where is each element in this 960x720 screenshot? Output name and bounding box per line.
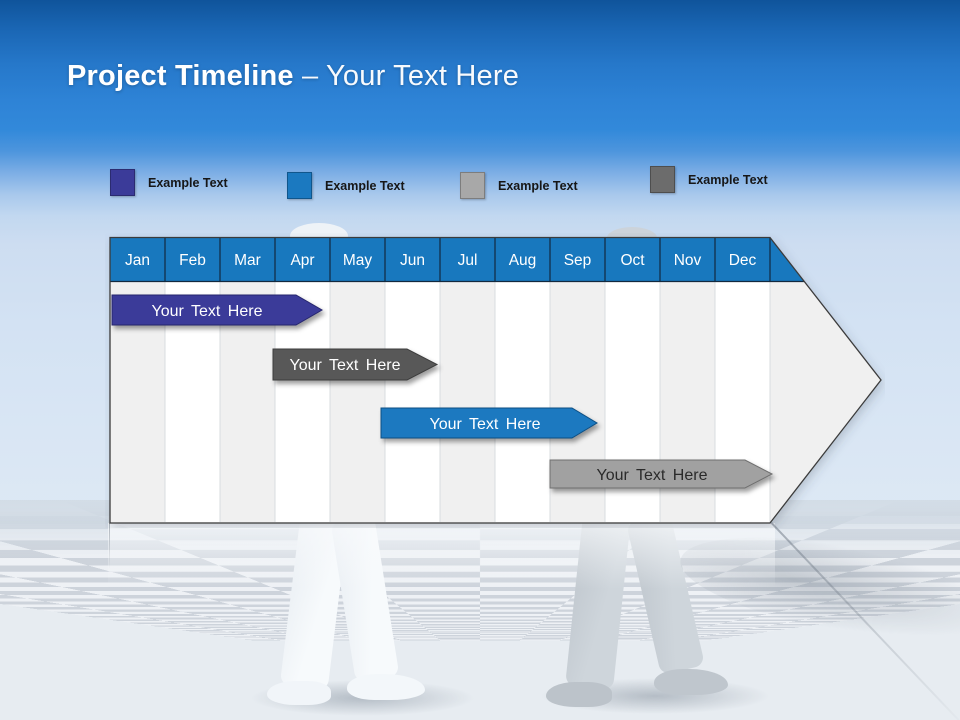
bar-label: Your Text Here bbox=[430, 416, 541, 433]
month-nov: Nov bbox=[674, 252, 702, 269]
month-feb: Feb bbox=[179, 252, 206, 269]
legend-swatch-dark-gray bbox=[650, 166, 675, 193]
arrow-outline bbox=[109, 236, 882, 524]
legend-label: Example Text bbox=[148, 175, 228, 190]
month-mar: Mar bbox=[234, 252, 261, 269]
month-labels: Jan Feb Mar Apr May Jun Jul Aug Sep Oct … bbox=[125, 252, 757, 269]
header-separators bbox=[110, 238, 804, 283]
legend-item-2[interactable]: Example Text bbox=[287, 172, 405, 199]
timeline-bar-2[interactable]: Your Text Here bbox=[272, 348, 439, 381]
white-figure-boot bbox=[267, 681, 331, 705]
bar-label: Your Text Here bbox=[597, 467, 708, 484]
month-jan: Jan bbox=[125, 252, 150, 269]
gray-figure-boot bbox=[654, 669, 728, 695]
timeline-bar-1[interactable]: Your Text Here bbox=[111, 294, 324, 326]
month-header-band bbox=[110, 237, 804, 282]
bar-label: Your Text Here bbox=[152, 303, 263, 320]
month-jul: Jul bbox=[458, 252, 478, 269]
legend-item-4[interactable]: Example Text bbox=[650, 166, 768, 193]
legend-label: Example Text bbox=[498, 178, 578, 193]
title-bold: Project Timeline bbox=[67, 60, 294, 92]
legend-item-3[interactable]: Example Text bbox=[460, 172, 578, 199]
month-may: May bbox=[343, 252, 373, 269]
title-rest: – Your Text Here bbox=[301, 60, 520, 92]
legend-swatch-indigo bbox=[110, 169, 135, 196]
gray-figure-boot bbox=[546, 682, 612, 707]
slide-title[interactable]: Project Timeline – Your Text Here bbox=[67, 60, 519, 93]
timeline-bar-3[interactable]: Your Text Here bbox=[380, 407, 598, 439]
legend-label: Example Text bbox=[688, 172, 768, 187]
timeline-bar-4[interactable]: Your Text Here bbox=[549, 459, 774, 489]
legend-item-1[interactable]: Example Text bbox=[110, 169, 228, 196]
month-apr: Apr bbox=[290, 252, 314, 269]
table-edge-reflection bbox=[109, 523, 110, 569]
gray-figure-silhouette bbox=[540, 508, 960, 714]
month-aug: Aug bbox=[509, 252, 537, 269]
month-sep: Sep bbox=[564, 252, 592, 269]
month-jun: Jun bbox=[400, 252, 425, 269]
month-dec: Dec bbox=[729, 252, 757, 269]
bar-label: Your Text Here bbox=[290, 357, 401, 374]
legend-swatch-light-gray bbox=[460, 172, 485, 199]
legend-swatch-blue bbox=[287, 172, 312, 199]
timeline-arrow-table[interactable]: Jan Feb Mar Apr May Jun Jul Aug Sep Oct … bbox=[105, 233, 885, 528]
month-oct: Oct bbox=[620, 252, 645, 269]
white-figure-boot bbox=[347, 674, 425, 700]
legend-label: Example Text bbox=[325, 178, 405, 193]
white-figure-silhouette bbox=[250, 508, 475, 716]
table-reflection bbox=[108, 523, 775, 589]
